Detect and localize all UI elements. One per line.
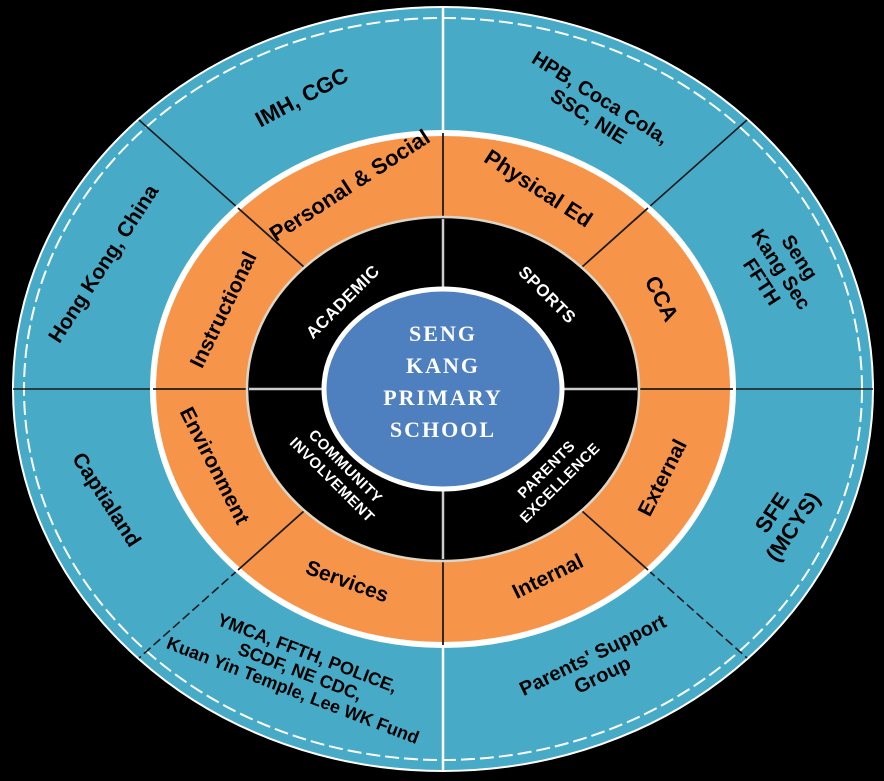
middle-divider-sw <box>237 510 305 571</box>
middle-divider-se <box>581 510 649 571</box>
outer-divider-sw <box>138 569 239 659</box>
middle-divider-ne <box>581 207 649 268</box>
middle-divider-nw <box>237 207 305 268</box>
center-circle-shape <box>321 286 565 492</box>
center-school-name: SENG KANG PRIMARY SCHOOL <box>383 321 503 442</box>
outer-divider-nw <box>138 119 239 209</box>
outer-divider-se <box>647 569 748 659</box>
outer-divider-ne <box>647 119 748 209</box>
